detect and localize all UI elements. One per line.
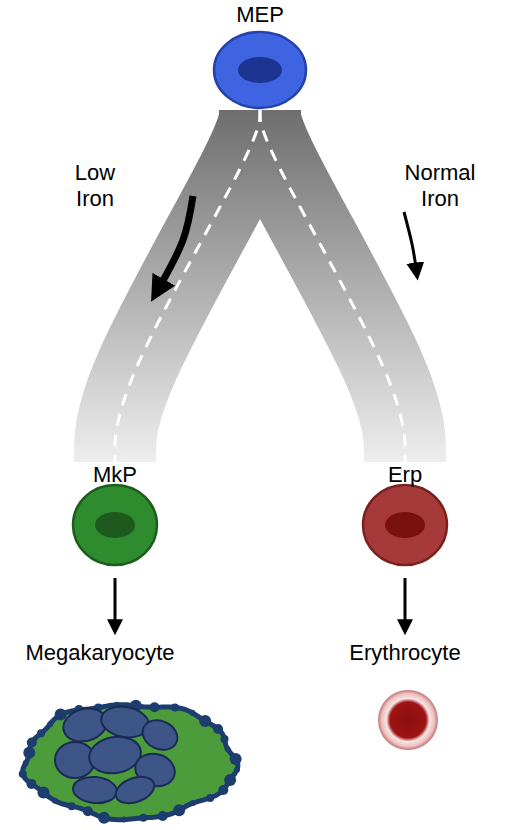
membrane-bleb [52,798,58,804]
cell-body [363,485,447,565]
membrane-bleb [213,724,223,734]
membrane-bleb [19,770,27,778]
membrane-bleb [121,817,127,823]
road-centerline [115,110,260,462]
membrane-bleb [83,806,93,816]
megakaryocyte-cell: Megakaryocyte [10,640,250,828]
differentiation-arrow [404,578,407,624]
membrane-bleb [189,710,195,716]
membrane-bleb [37,729,45,737]
cell-body [214,32,306,108]
membrane-bleb [224,774,236,786]
text-stack: Erp [360,462,450,488]
edge-label: Low Iron [55,160,135,212]
membrane-bleb [55,709,67,721]
membrane-bleb [68,802,76,810]
cell-label: MkP [93,462,137,488]
nucleus-lobe [72,775,118,805]
cell-nucleus [95,512,135,538]
membrane-bleb [139,814,147,822]
membrane-bleb [158,811,168,821]
cell-body [73,485,157,565]
erythrocyte-cell: Erythrocyte [335,640,475,760]
cell-label: Megakaryocyte [25,640,174,666]
membrane-bleb [98,812,110,824]
membrane-bleb [199,715,211,727]
membrane-bleb [37,786,49,798]
cell-nucleus [238,57,282,83]
membrane-bleb [234,767,240,773]
membrane-bleb [190,800,196,806]
direction-arrow [404,212,416,268]
cell-label: Erp [388,462,422,488]
progenitor-cell: MEP [200,2,320,110]
direction-arrow [160,196,193,286]
cell-label: Erythrocyte [349,640,460,666]
membrane-bleb [173,804,185,816]
membrane-bleb [47,721,53,727]
membrane-bleb [206,794,214,802]
progenitor-cell: MkP [70,462,160,570]
membrane-bleb [23,760,29,766]
membrane-bleb [218,785,228,795]
text-stack: Megakaryocyte [10,640,250,666]
road-centerline [260,110,405,462]
membrane-bleb [150,702,160,712]
text-stack: MkP [70,462,160,488]
membrane-bleb [26,779,36,789]
membrane-bleb [23,747,35,759]
membrane-bleb [225,746,231,752]
cell-outline [10,640,250,828]
cell-label: MEP [236,2,284,28]
membrane-bleb [230,753,242,765]
text-stack: MEP [200,2,320,28]
progenitor-cell: Erp [360,462,450,570]
nucleus-lobe [112,772,158,808]
road-layer [115,110,405,462]
edge-label: Normal Iron [388,160,492,212]
nucleus-lobe [138,715,182,756]
cell-body [378,690,438,750]
lineage-road [260,110,405,462]
text-stack: Erythrocyte [335,640,475,666]
membrane-bleb [171,703,179,711]
differentiation-arrow [114,578,117,624]
membrane-bleb [27,737,37,747]
membrane-bleb [221,735,229,743]
cell-nucleus [385,512,425,538]
